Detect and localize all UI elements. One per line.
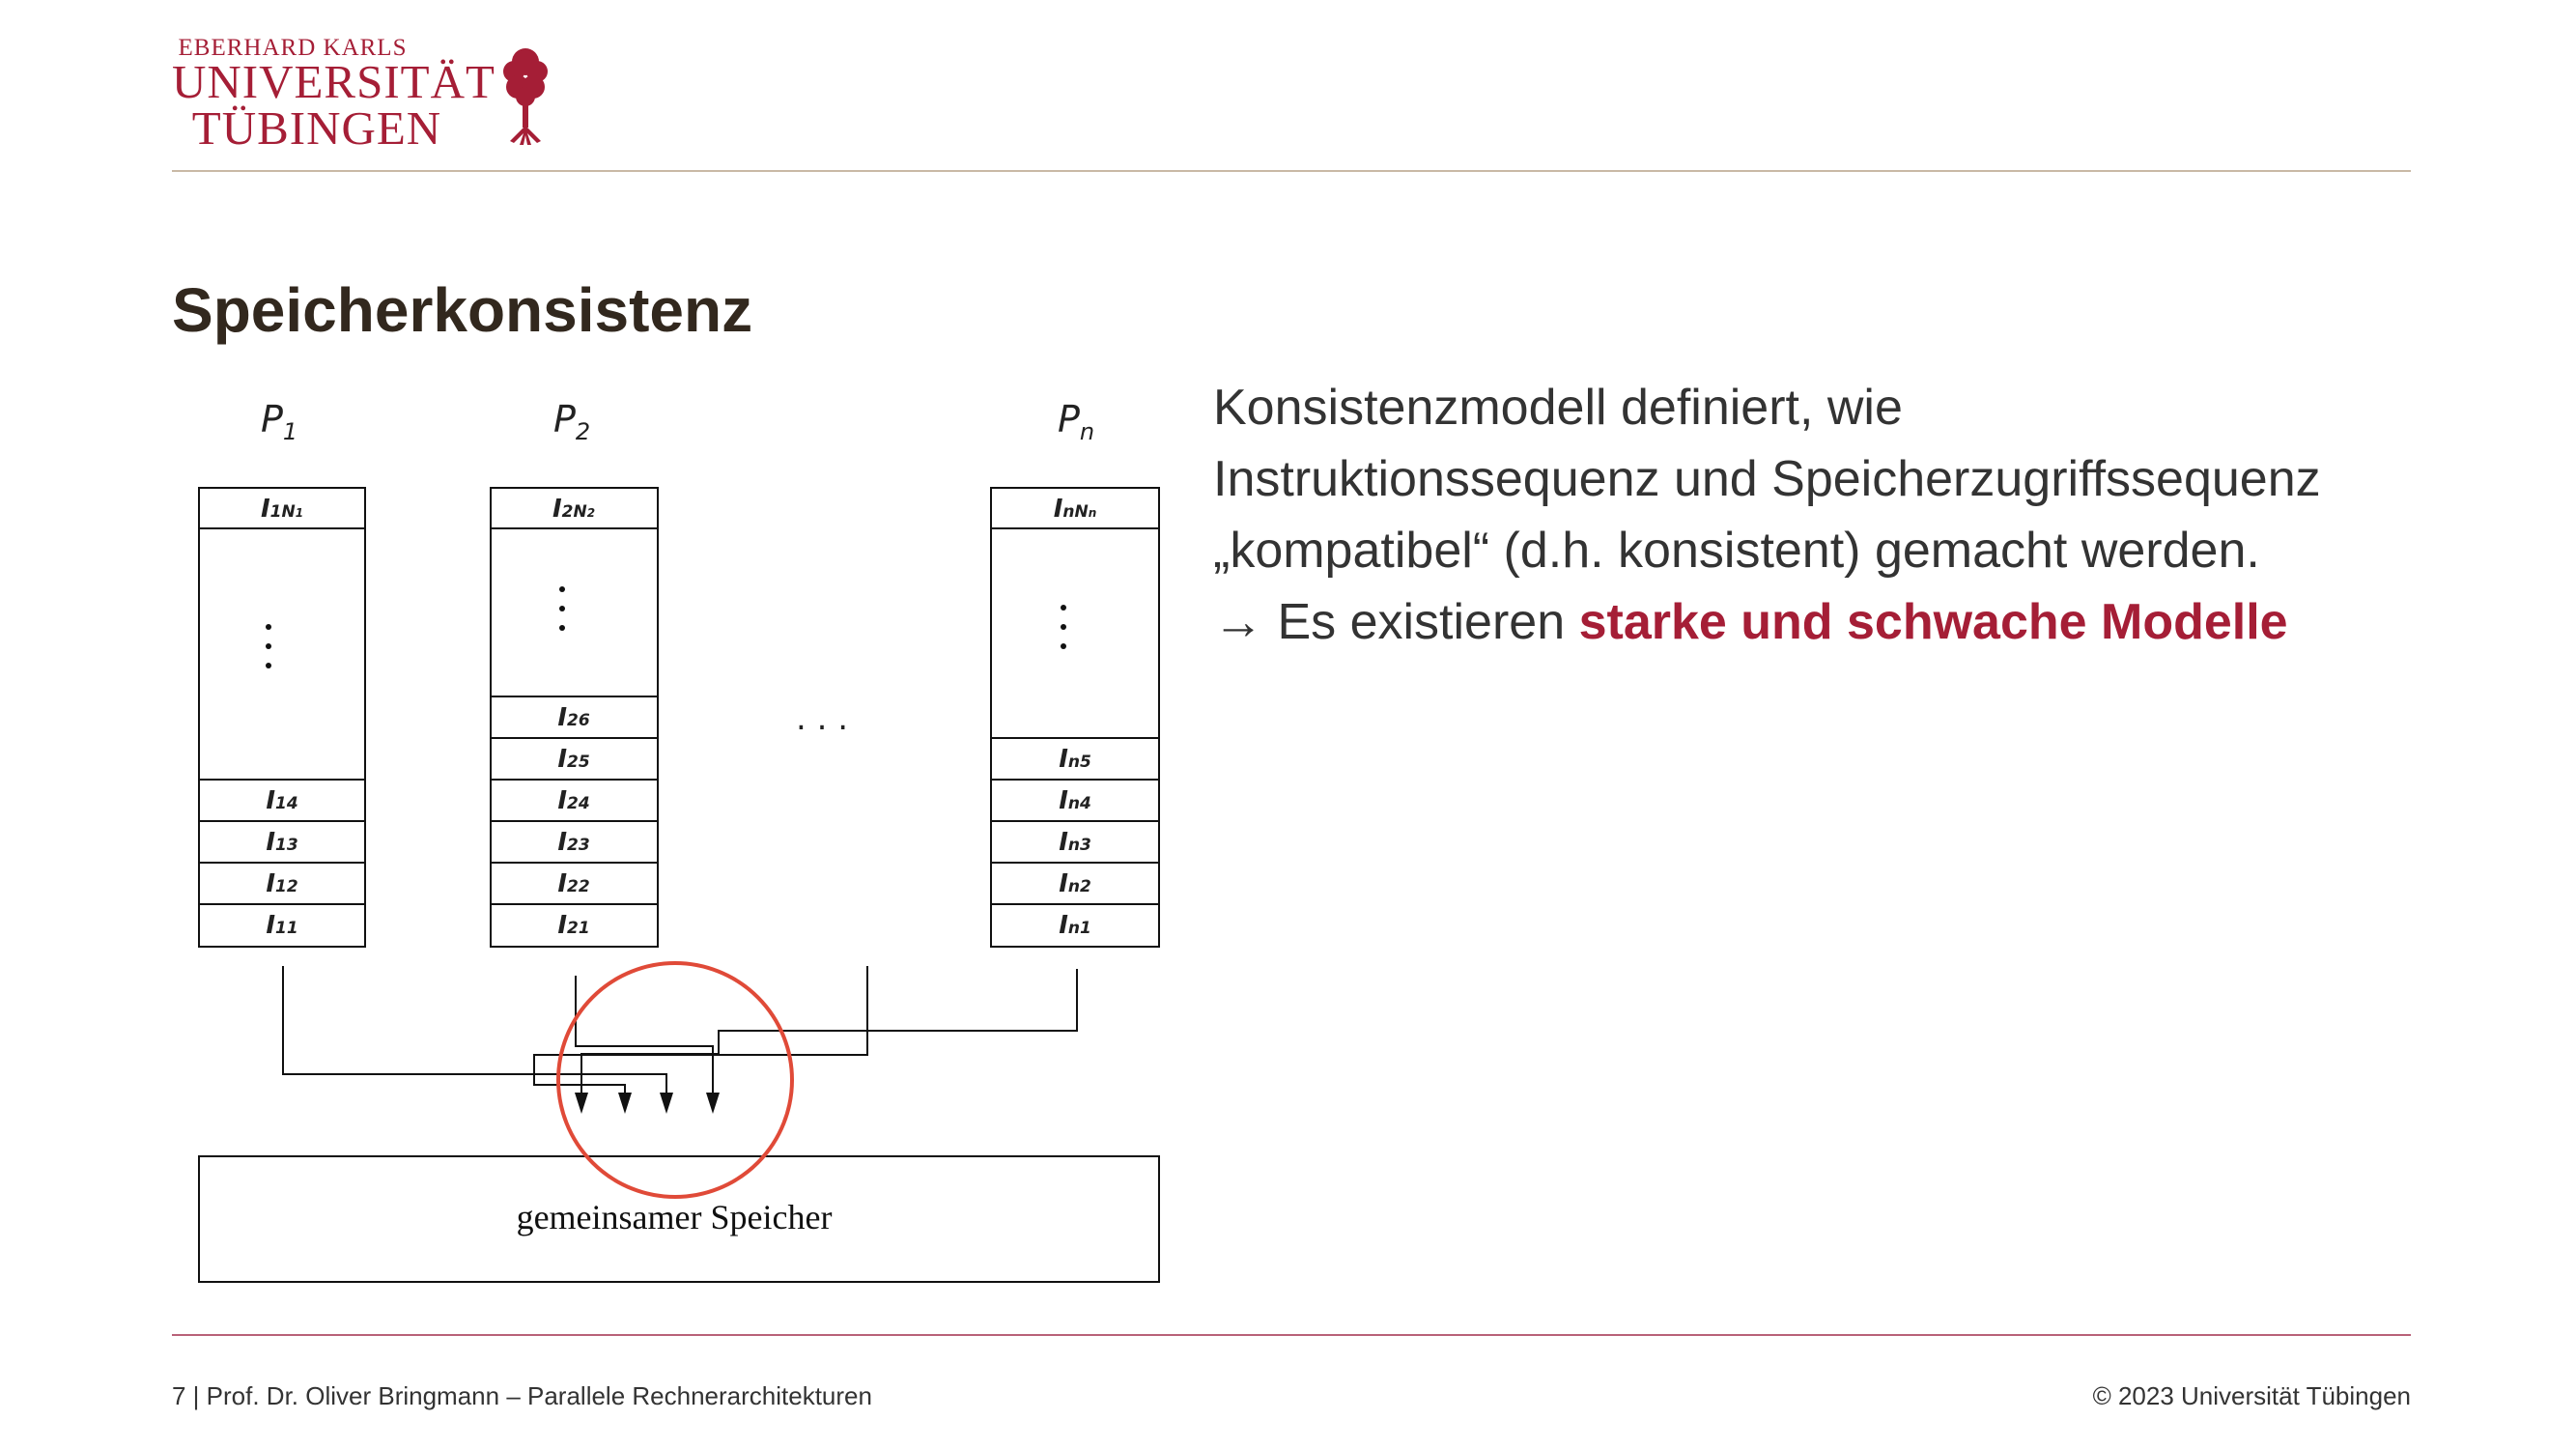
body-line: „kompatibel“ (d.h. konsistent) gemacht w… (1213, 523, 2260, 579)
logo-small-line: EBERHARD KARLS (178, 35, 408, 61)
connection-wires (282, 966, 1078, 1096)
instruction-queue-pn (990, 487, 1160, 948)
cell-label: In5 (1059, 745, 1091, 774)
processor-label-1: P1 (261, 398, 297, 445)
cell-label: I1N1 (261, 495, 303, 524)
highlight-text: starke und schwache Modelle (1578, 594, 2288, 650)
instruction-queue-p2 (490, 487, 659, 948)
footer-copyright: © 2023 Universität Tübingen (2092, 1381, 2411, 1410)
body-line: Instruktionssequenz und Speicherzugriffs… (1213, 451, 2321, 507)
cell-label: I26 (557, 703, 590, 732)
memory-consistency-diagram: P1 P2 Pn (198, 398, 1160, 1283)
shared-memory-label: gemeinsamer Speicher (517, 1198, 833, 1236)
column-ellipsis: . . . (796, 699, 848, 738)
slide-title: Speicherkonsistenz (172, 275, 753, 345)
footer-divider (172, 1334, 2411, 1336)
slide-body-text: Konsistenzmodell definiert, wie Instrukt… (1213, 372, 2411, 658)
instruction-queue-p1 (198, 487, 366, 948)
logo-line-1: UNIVERSITÄT (172, 55, 495, 108)
vertical-ellipsis-icons (266, 586, 1066, 668)
processor-label-2: P2 (553, 398, 590, 445)
cell-label: I23 (557, 828, 589, 857)
shared-memory-box (198, 1155, 1160, 1283)
cell-label: I2N2 (552, 495, 595, 524)
cell-label: I21 (557, 911, 589, 940)
arrow-right-icon: → (1213, 594, 1263, 650)
cell-label: In4 (1059, 786, 1091, 815)
cell-label: I14 (266, 786, 297, 815)
logo-line-2: TÜBINGEN (191, 101, 442, 155)
header-divider (172, 170, 2411, 172)
body-line: Konsistenzmodell definiert, wie (1213, 380, 1903, 436)
cell-label: In3 (1059, 828, 1091, 857)
cell-label: I13 (266, 828, 297, 857)
cell-label: In2 (1059, 869, 1091, 898)
processor-label-n: Pn (1058, 398, 1094, 445)
cell-label: I11 (266, 911, 297, 940)
tree-icon (503, 48, 548, 145)
cell-label: I22 (557, 869, 589, 898)
memory-access-arrows (575, 1093, 720, 1114)
cell-label: I12 (266, 869, 297, 898)
cell-label: I24 (557, 786, 589, 815)
cell-label: I25 (557, 745, 589, 774)
footer-left-text: 7 | Prof. Dr. Oliver Bringmann – Paralle… (172, 1381, 872, 1410)
cell-label: In1 (1059, 911, 1091, 940)
cell-label: InNn (1054, 495, 1097, 524)
body-line-conclusion: → Es existieren starke und schwache Mode… (1213, 594, 2288, 650)
university-logo: EBERHARD KARLS UNIVERSITÄT TÜBINGEN (172, 29, 578, 153)
highlight-circle (556, 961, 794, 1199)
